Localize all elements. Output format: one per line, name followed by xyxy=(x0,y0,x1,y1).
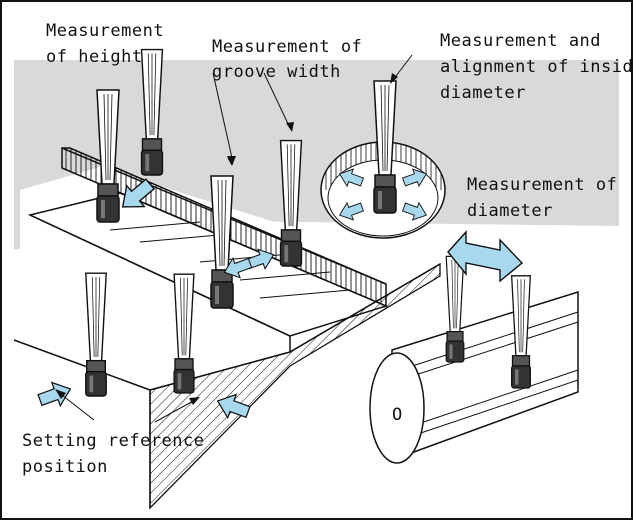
label-inside-diameter: Measurement and alignment of inside diam… xyxy=(440,31,633,103)
probe-icon xyxy=(96,89,120,223)
label-diameter-line1: Measurement of xyxy=(467,175,617,195)
label-groove-width: Measurement of groove width xyxy=(212,37,362,82)
label-height: Measurement of height xyxy=(46,21,164,67)
double-arrow-icon xyxy=(447,230,524,283)
label-height-line1: Measurement xyxy=(46,21,164,41)
label-groove-line1: Measurement of xyxy=(212,37,362,57)
label-height-line2: of height xyxy=(46,47,143,67)
cylinder-shaft xyxy=(369,290,579,464)
workpiece-block xyxy=(13,147,622,510)
label-inside-line1: Measurement and xyxy=(440,31,601,51)
probe-icon xyxy=(140,48,164,176)
probe-icon xyxy=(173,273,195,394)
label-inside-line3: diameter xyxy=(440,83,526,103)
label-diameter-line2: diameter xyxy=(467,201,553,221)
label-reference-line2: position xyxy=(22,457,108,477)
label-diameter: Measurement of diameter xyxy=(467,175,617,221)
label-reference-line1: Setting reference xyxy=(22,431,205,451)
label-inside-line2: alignment of inside xyxy=(440,57,633,77)
probe-icon xyxy=(445,255,465,363)
probe-icon xyxy=(511,275,531,389)
label-groove-line2: groove width xyxy=(212,62,341,82)
label-reference: Setting reference position xyxy=(22,431,205,477)
probe-icon xyxy=(279,139,303,267)
probe-icon xyxy=(373,80,397,214)
center-mark-label: O xyxy=(392,405,403,425)
probe-icon xyxy=(85,272,107,397)
probe-icon xyxy=(210,175,234,309)
leader-lines xyxy=(55,54,413,423)
